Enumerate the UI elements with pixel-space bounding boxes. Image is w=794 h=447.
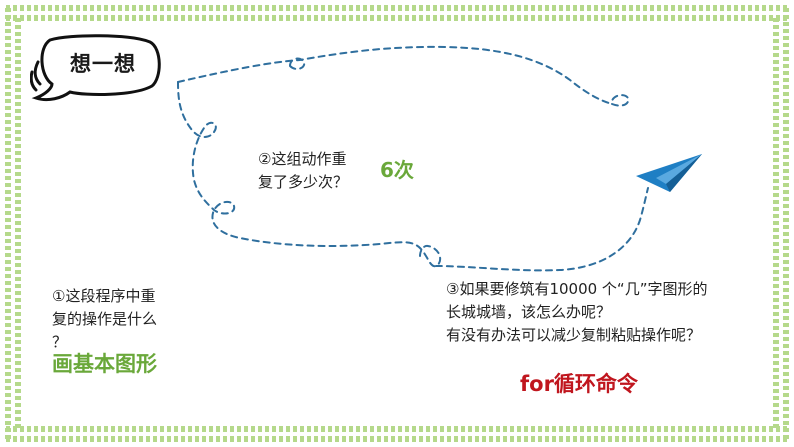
question-2-line-2: 复了多少次？: [258, 173, 349, 191]
answer-2: 6次: [380, 158, 414, 182]
question-2-line-1: ②这组动作重: [258, 150, 347, 168]
question-1-line-1: ①这段程序中重: [52, 287, 156, 305]
answer-1: 画基本图形: [52, 352, 157, 376]
question-1-line-2: 复的操作是什么: [52, 310, 158, 328]
question-2: ②这组动作重 复了多少次？: [258, 148, 348, 194]
question-1: ①这段程序中重 复的操作是什么 ？: [52, 285, 157, 354]
question-3: ③如果要修筑有10000 个“几”字图形的 长城城墙，该怎么办呢？ 有没有办法可…: [446, 278, 707, 347]
paper-plane-icon: [636, 154, 702, 192]
question-3-line-2: 长城城墙，该怎么办呢？: [446, 303, 612, 321]
bubble-title: 想一想: [70, 52, 136, 76]
answer-3: for循环命令: [520, 372, 638, 396]
speech-bubble: [30, 34, 161, 102]
question-3-line-1: ③如果要修筑有10000 个“几”字图形的: [446, 280, 708, 298]
question-3-line-3: 有没有办法可以减少复制粘贴操作呢？: [446, 326, 702, 344]
question-1-line-3: ？: [52, 333, 68, 351]
